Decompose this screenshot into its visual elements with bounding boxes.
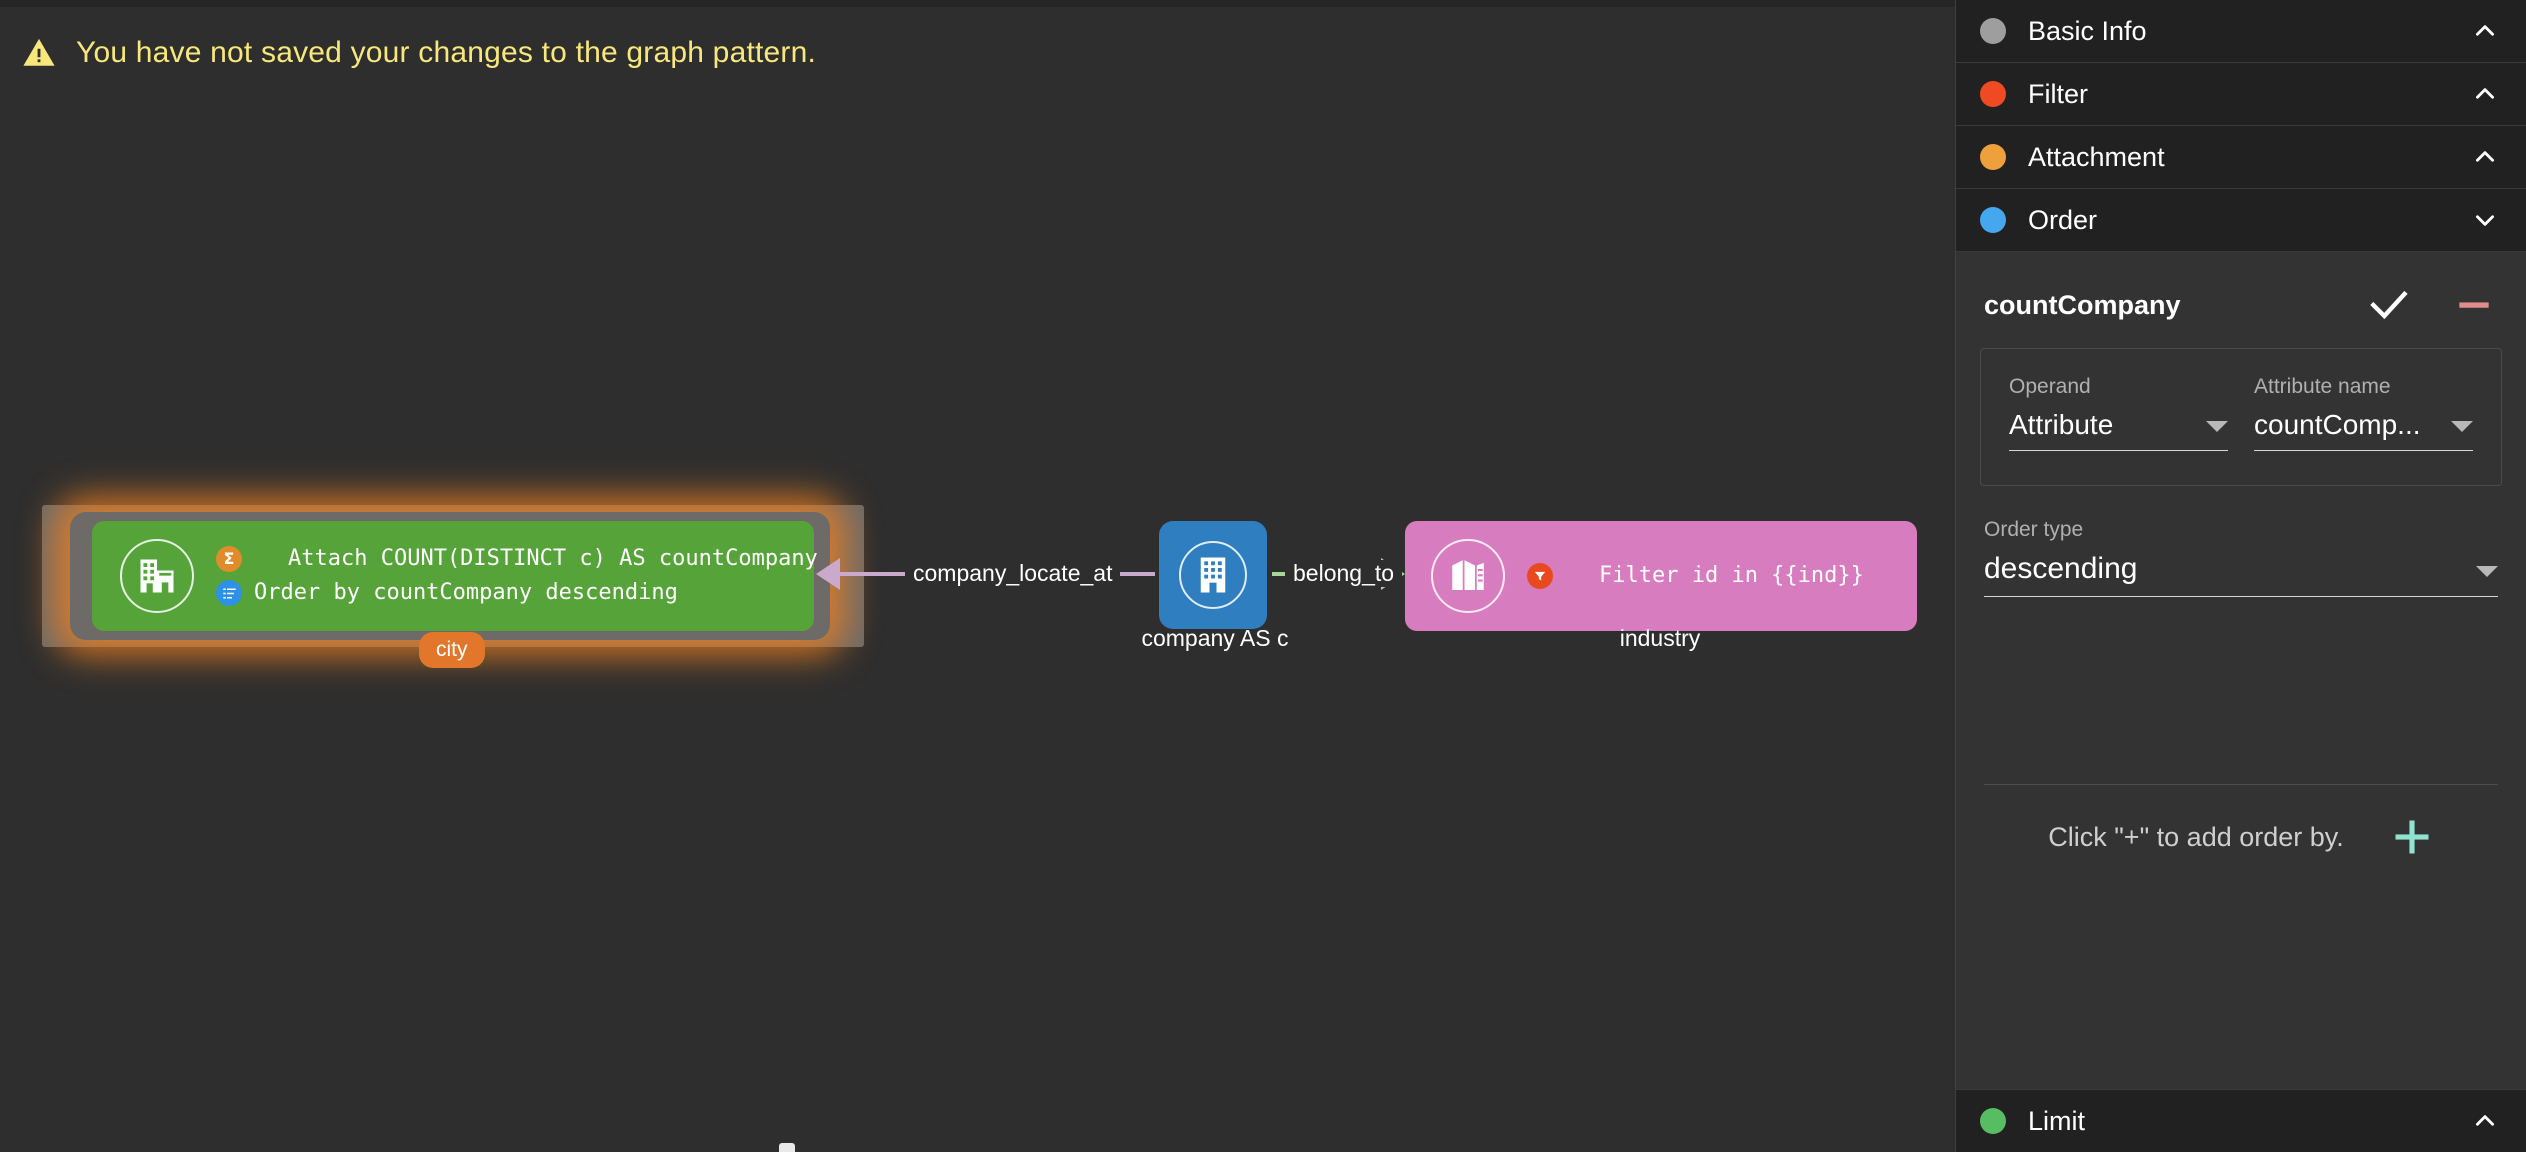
attribute-name-field: Attribute name countComp... [2254, 375, 2473, 451]
chevron-up-icon[interactable] [2472, 81, 2498, 107]
industry-node-caption: industry [1619, 625, 1701, 651]
operand-label: Operand [2009, 375, 2091, 398]
order-item-title: countCompany [1984, 289, 2181, 320]
attachment-dot-icon [1980, 144, 2006, 170]
chevron-down-icon[interactable] [2472, 207, 2498, 233]
sidebar-panel-filter[interactable]: Filter [1956, 63, 2526, 126]
top-strip [0, 0, 1955, 7]
layers-box-icon [1431, 539, 1505, 613]
canvas-bottom-handle[interactable] [779, 1143, 795, 1152]
sidebar-panel-basic-info[interactable]: Basic Info [1956, 0, 2526, 63]
sidebar-panel-attachment[interactable]: Attachment [1956, 126, 2526, 189]
city-annotation-attach: Σ Attach COUNT(DISTINCT c) AS countCompa… [216, 542, 818, 576]
order-type-value: descending [1984, 552, 2138, 585]
city-annotation-order-text: Order by countCompany descending [254, 580, 678, 605]
chevron-down-icon [2476, 566, 2498, 577]
order-label: Order [2028, 204, 2098, 235]
order-item-header: countCompany [1980, 262, 2502, 348]
city-annotation-order: Order by countCompany descending [216, 576, 818, 610]
chevron-down-icon [2206, 421, 2228, 432]
graph-node-city[interactable]: Σ Attach COUNT(DISTINCT c) AS countCompa… [92, 521, 818, 631]
graph-node-company[interactable] [1159, 521, 1267, 629]
warning-message: You have not saved your changes to the g… [76, 36, 817, 69]
attribute-name-label: Attribute name [2254, 375, 2391, 398]
graph-canvas[interactable]: You have not saved your changes to the g… [0, 0, 1955, 1152]
properties-sidebar: Basic Info Filter Attachment Order [1955, 0, 2526, 1152]
plus-icon[interactable] [2390, 815, 2434, 859]
limit-label: Limit [2028, 1105, 2086, 1136]
chevron-up-icon[interactable] [2472, 1108, 2498, 1134]
attribute-name-value: countComp... [2254, 409, 2421, 440]
check-icon[interactable] [2366, 283, 2410, 327]
sidebar-panel-limit[interactable]: Limit [1956, 1089, 2526, 1152]
city-node-tag[interactable]: city [419, 632, 485, 668]
filter-dot-icon [1980, 81, 2006, 107]
filter-funnel-icon [1527, 563, 1553, 589]
attachment-label: Attachment [2028, 141, 2165, 172]
order-panel-spacer [1980, 859, 2502, 1089]
limit-dot-icon [1980, 1108, 2006, 1134]
order-panel-body: countCompany Operand Attribute At [1956, 252, 2526, 1089]
operand-select[interactable]: Attribute [2009, 409, 2228, 451]
attribute-name-select[interactable]: countComp... [2254, 409, 2473, 451]
chevron-down-icon [2451, 421, 2473, 432]
chevron-up-icon[interactable] [2472, 144, 2498, 170]
order-operand-card: Operand Attribute Attribute name countCo… [1980, 348, 2502, 486]
graph-pattern: Σ Attach COUNT(DISTINCT c) AS countCompa… [42, 505, 1917, 1152]
unsaved-changes-warning: You have not saved your changes to the g… [0, 7, 1955, 99]
office-building-icon [1179, 541, 1247, 609]
operand-field: Operand Attribute [2009, 375, 2228, 451]
chevron-up-icon[interactable] [2472, 18, 2498, 44]
add-order-by-row: Click "+" to add order by. [1980, 785, 2502, 859]
industry-annotation-filter: Filter id in {{ind}} [1527, 559, 1864, 593]
graph-node-industry[interactable]: Filter id in {{ind}} [1405, 521, 1917, 631]
building-city-icon [120, 539, 194, 613]
city-annotation-attach-text: Attach COUNT(DISTINCT c) AS countCompany [288, 546, 818, 571]
filter-label: Filter [2028, 78, 2088, 109]
operand-value: Attribute [2009, 409, 2114, 440]
add-order-by-hint: Click "+" to add order by. [2048, 821, 2344, 852]
basic-info-label: Basic Info [2028, 15, 2147, 46]
edge-company-locate-at-label: company_locate_at [905, 560, 1121, 587]
sidebar-panel-order[interactable]: Order [1956, 189, 2526, 252]
order-divider [1984, 784, 2498, 785]
edge-belong-to-label: belong_to [1285, 560, 1403, 587]
minus-icon[interactable] [2452, 283, 2496, 327]
city-node-annotations: Σ Attach COUNT(DISTINCT c) AS countCompa… [216, 542, 818, 610]
industry-node-annotations: Filter id in {{ind}} [1527, 559, 1864, 593]
edge-company-locate-at-arrow-icon [816, 558, 840, 590]
order-dot-icon [1980, 207, 2006, 233]
order-type-field: Order type descending [1980, 518, 2502, 748]
basic-info-dot-icon [1980, 18, 2006, 44]
sum-sigma-icon: Σ [216, 546, 242, 572]
order-type-select[interactable]: descending [1984, 552, 2498, 597]
order-type-label: Order type [1984, 518, 2084, 541]
company-node-caption: company AS c [1141, 625, 1289, 651]
order-list-icon [216, 580, 242, 606]
warning-triangle-icon [22, 36, 56, 70]
industry-annotation-filter-text: Filter id in {{ind}} [1599, 563, 1864, 588]
